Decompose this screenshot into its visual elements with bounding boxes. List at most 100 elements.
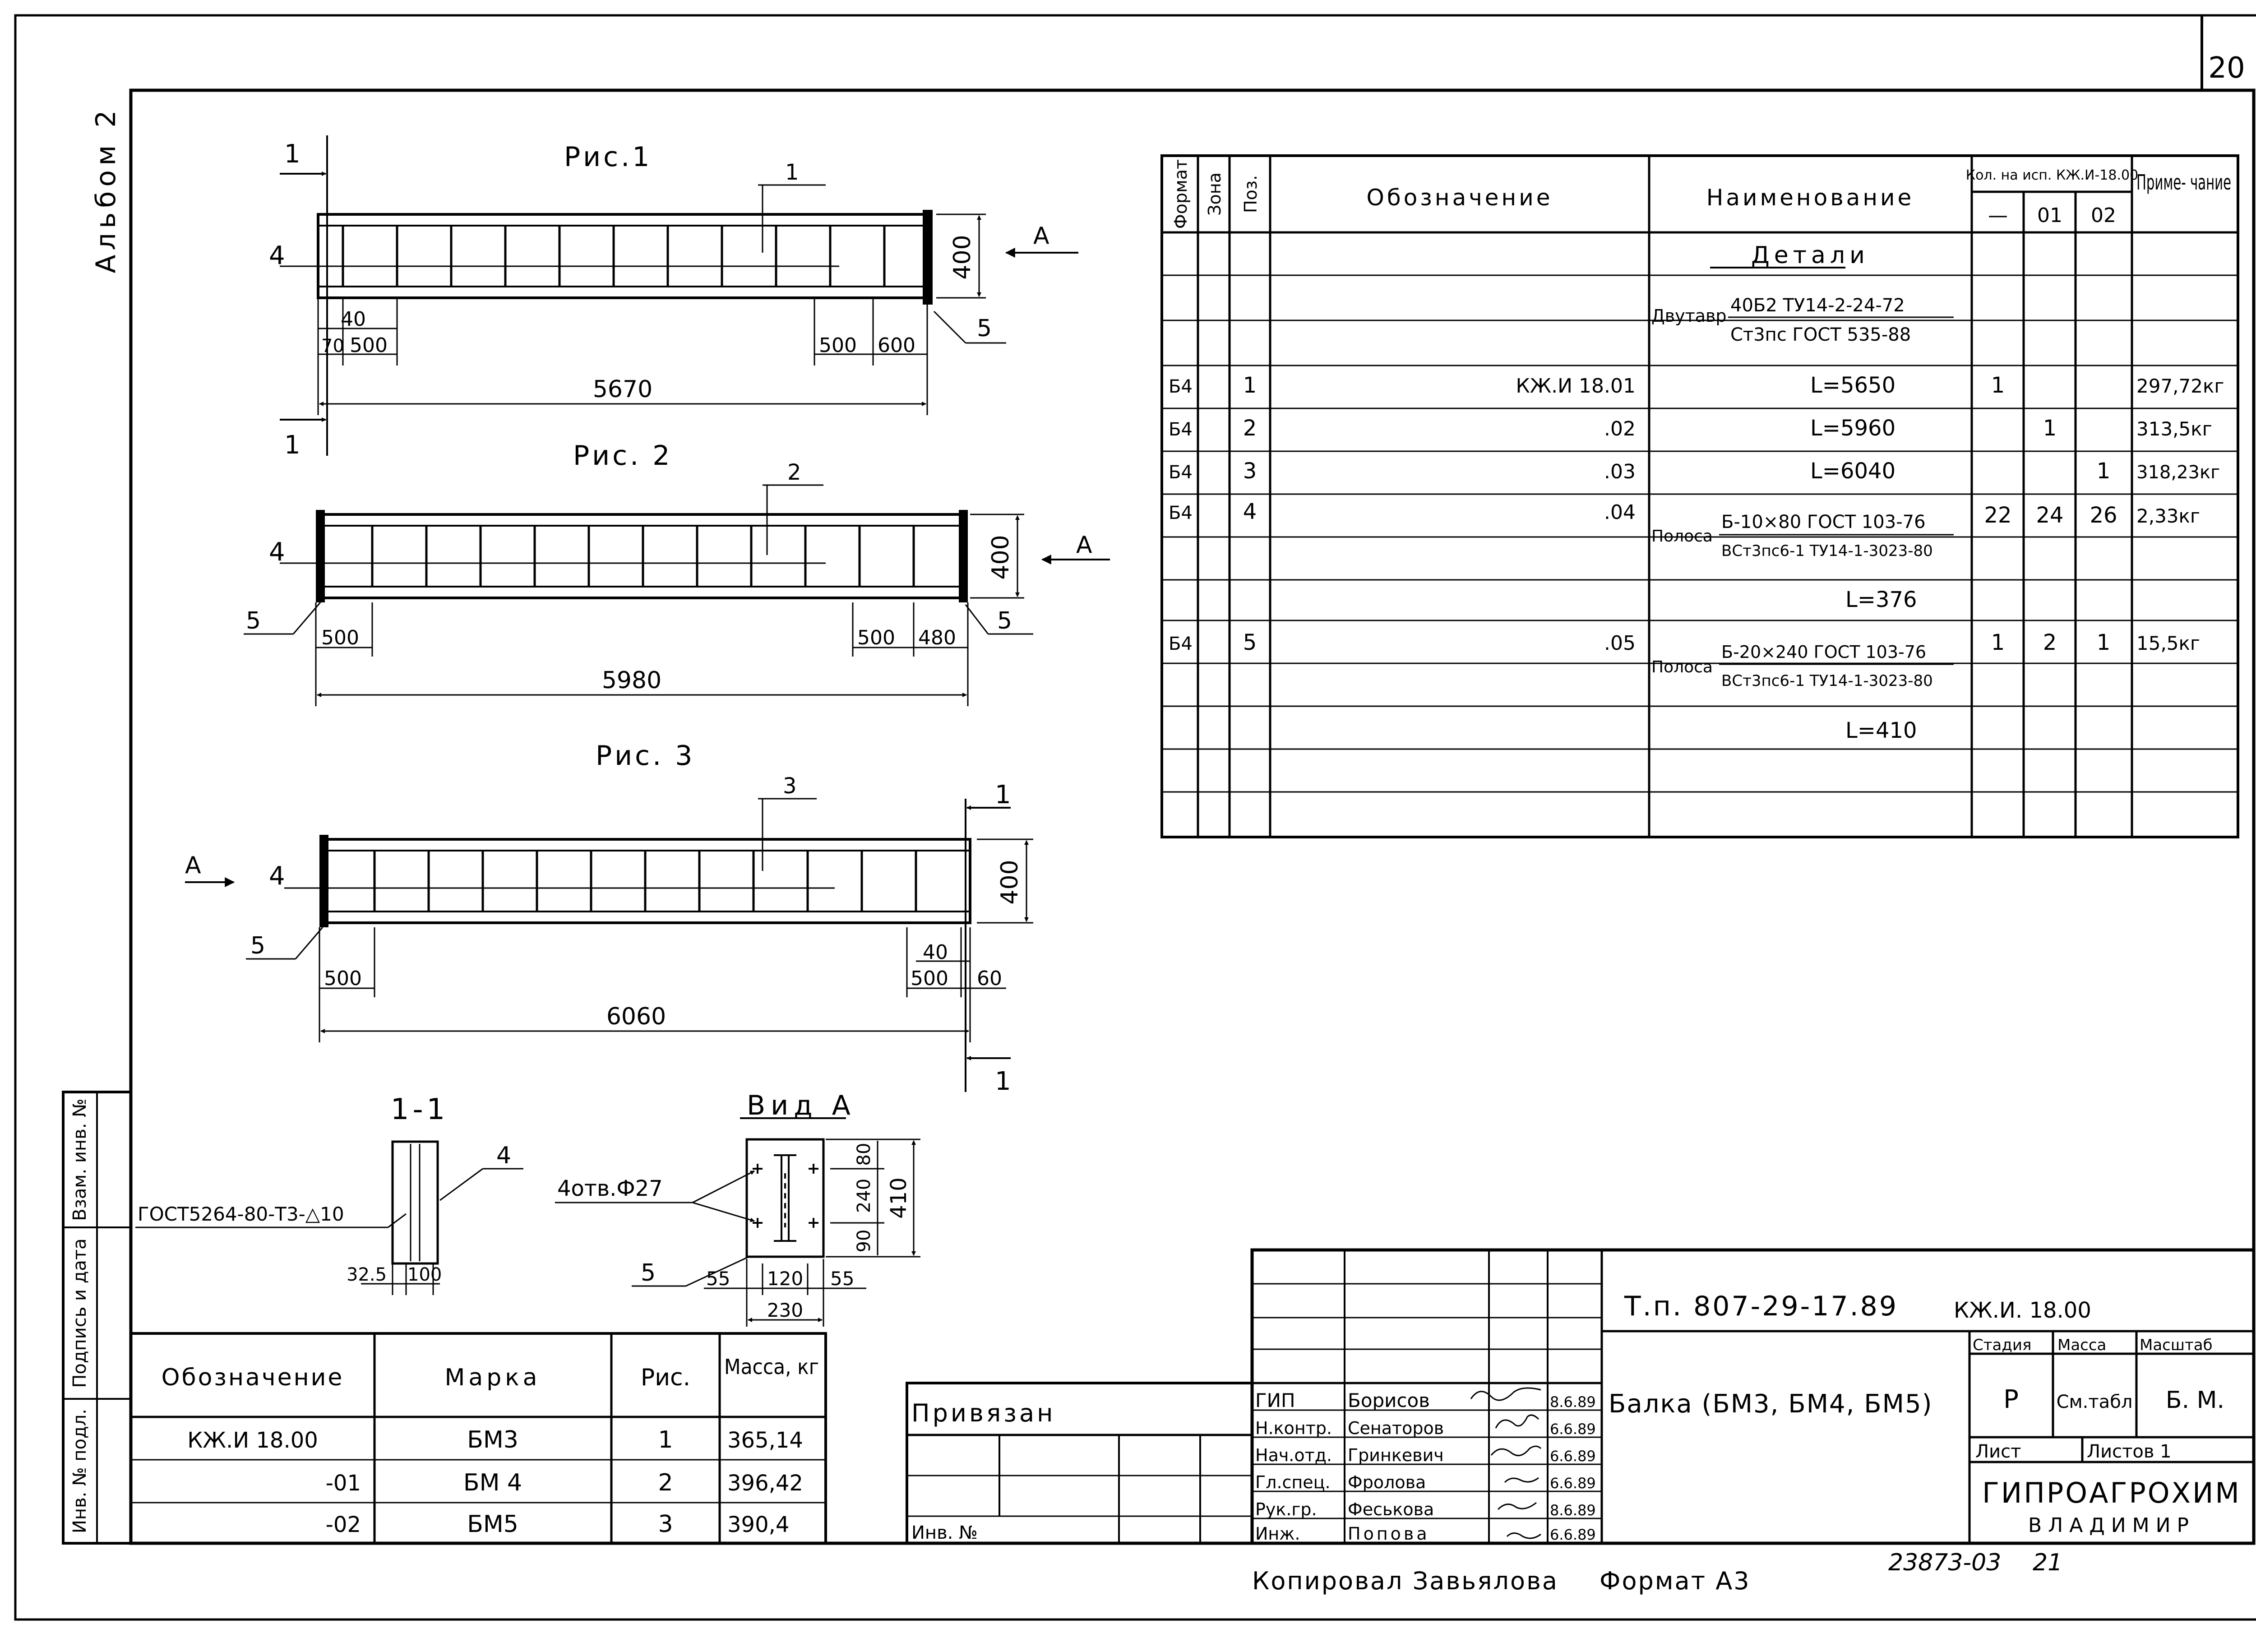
spec-row2-format: Б4: [1169, 419, 1193, 440]
signature-marks: [1470, 1387, 1542, 1539]
spec-beam-bottom: Ст3пс ГОСТ 535-88: [1730, 324, 1911, 345]
footer-format: Формат А3: [1600, 1567, 1751, 1595]
fig2-title: Рис. 2: [573, 440, 672, 472]
side-stamp-sign-label: Подпись и дата: [69, 1238, 90, 1388]
fig3-label-4: 4: [269, 861, 285, 891]
fig1-dim-40: 40: [341, 308, 366, 331]
title-org-name: ГИПРОАГРОХИМ: [1982, 1476, 2241, 1509]
spec-beam-label: Двутавр: [1651, 306, 1727, 326]
spec-beam-top: 40Б2 ТУ14-2-24-72: [1730, 295, 1905, 316]
staff-name-2: Сенаторов: [1348, 1418, 1444, 1438]
title-stage-label: Стадия: [1973, 1336, 2031, 1354]
footer-archive-sheet: 21: [2033, 1549, 2062, 1576]
title-sheets-label: Листов 1: [2087, 1441, 2172, 1462]
staff-role-4: Гл.спец.: [1255, 1472, 1331, 1492]
fig3-label-5: 5: [250, 932, 265, 959]
fig3-dim-500-left: 500: [324, 967, 362, 990]
spec-header-qty-01: 01: [2037, 204, 2062, 227]
fig1-view-label: A: [1033, 222, 1049, 250]
staff-role-2: Н.контр.: [1255, 1418, 1332, 1438]
marks-row3-mark: БМ5: [467, 1511, 518, 1538]
side-stamp-replace-label: Взам. инв. №: [69, 1098, 90, 1221]
spec-row5-q2: 1: [2097, 630, 2111, 655]
spec-row1-designation: КЖ.И 18.01: [1516, 375, 1636, 398]
title-mass-value: См.табл: [2057, 1392, 2133, 1412]
page-number: 20: [2208, 51, 2245, 85]
fig1-label-4: 4: [269, 241, 285, 270]
view-a-dim-55-right: 55: [830, 1268, 854, 1290]
staff-date-6: 6.6.89: [1550, 1526, 1596, 1543]
fig3-title: Рис. 3: [596, 740, 695, 772]
view-a-plate-label: 5: [641, 1259, 656, 1286]
marks-header-mark: Марка: [444, 1364, 541, 1391]
fig3-stiffeners: [373, 851, 917, 912]
fig1-dim-500-right: 500: [819, 334, 857, 357]
marks-row1-mass: 365,14: [727, 1428, 803, 1453]
staff-date-5: 8.6.89: [1550, 1502, 1596, 1519]
fig3-dim-500-right: 500: [911, 967, 948, 990]
view-a-dim-240: 240: [854, 1179, 874, 1213]
fig3-view-label: A: [185, 852, 201, 879]
fig2-height: 400: [987, 535, 1014, 579]
marks-header-fig: Рис.: [641, 1364, 690, 1391]
spec-row4-q1: 24: [2036, 503, 2063, 528]
fig2-label-4: 4: [269, 537, 285, 567]
title-sheet-label: Лист: [1975, 1441, 2021, 1462]
title-drawing-name: Балка (БМ3, БМ4, БМ5): [1609, 1389, 1932, 1419]
spec-row5-q1: 2: [2043, 630, 2057, 655]
staff-name-6: Попова: [1348, 1524, 1430, 1544]
fig2-beam: Рис. 2 2 4 5 5 400 A 5980: [244, 440, 1110, 706]
fig3-section-mark-top: 1: [995, 780, 1011, 810]
side-stamp-inv-label: Инв. № подл.: [69, 1409, 90, 1533]
spec-strip5-top: Б-20×240 ГОСТ 103-76: [1721, 642, 1926, 662]
spec-row5-pos: 5: [1243, 630, 1257, 655]
side-stamp: [62, 1091, 132, 1545]
fig1-section-mark-bottom: 1: [284, 430, 300, 460]
title-drawing-code: КЖ.И. 18.00: [1954, 1298, 2091, 1323]
spec-row1-name: L=5650: [1810, 373, 1895, 398]
spec-row1-format: Б4: [1169, 376, 1193, 397]
fig1-mark: 1: [785, 160, 799, 185]
marks-row2-fig: 2: [658, 1469, 673, 1496]
spec-strip5-bottom: ВСт3пс6-1 ТУ14-1-3023-80: [1721, 672, 1933, 690]
fig3-dim-60: 60: [977, 967, 1002, 990]
section-part-label: 4: [496, 1142, 511, 1169]
fig2-label-5-right: 5: [997, 607, 1012, 634]
sheet-frame: [14, 14, 2256, 1621]
binding-title: Привязан: [911, 1399, 1055, 1427]
spec-row2-note: 313,5кг: [2136, 418, 2212, 440]
title-scale-value: Б. М.: [2166, 1387, 2224, 1414]
staff-name-4: Фролова: [1348, 1472, 1426, 1492]
fig3-beam: Рис. 3 1 1 3 4 A 5 400: [185, 740, 1033, 1096]
fig1-dim-70: 70: [321, 336, 344, 356]
view-a-dim-80: 80: [854, 1143, 874, 1166]
marks-row2-mass: 396,42: [727, 1471, 803, 1496]
footer-copied-by: Копировал Завьялова: [1252, 1567, 1558, 1595]
fig1-title: Рис.1: [564, 141, 652, 173]
footer-archive-number: 23873-03: [1888, 1549, 2001, 1576]
spec-row4-q0: 22: [1984, 503, 2011, 528]
binding-inv-label: Инв. №: [911, 1522, 978, 1543]
spec-row3-format: Б4: [1169, 462, 1193, 483]
view-a-dim-90: 90: [854, 1230, 874, 1253]
spec-row1-q0: 1: [1991, 373, 2005, 398]
fig2-mark: 2: [787, 460, 801, 485]
staff-role-6: Инж.: [1255, 1524, 1300, 1544]
spec-row3-designation: .03: [1604, 460, 1636, 483]
title-block: [1250, 1248, 2256, 1545]
marks-row3-mass: 390,4: [727, 1512, 789, 1537]
section-dim-325: 32.5: [347, 1264, 387, 1285]
title-org-city: ВЛАДИМИР: [2028, 1514, 2195, 1537]
fig3-height: 400: [996, 860, 1023, 904]
section-dim-100: 100: [407, 1264, 442, 1285]
view-a-dim-120: 120: [767, 1268, 803, 1290]
spec-section-title: Детали: [1751, 242, 1869, 269]
staff-role-1: ГИП: [1255, 1389, 1295, 1411]
spec-header-pos: Поз.: [1241, 175, 1261, 213]
fig2-length: 5980: [602, 667, 661, 694]
staff-date-4: 6.6.89: [1550, 1475, 1596, 1492]
marks-row2-mark: БМ 4: [463, 1469, 522, 1496]
spec-strip5-label: Полоса: [1651, 658, 1713, 676]
marks-header-mass: Масса, кг: [724, 1355, 819, 1379]
fig2-label-5-left: 5: [246, 607, 261, 634]
